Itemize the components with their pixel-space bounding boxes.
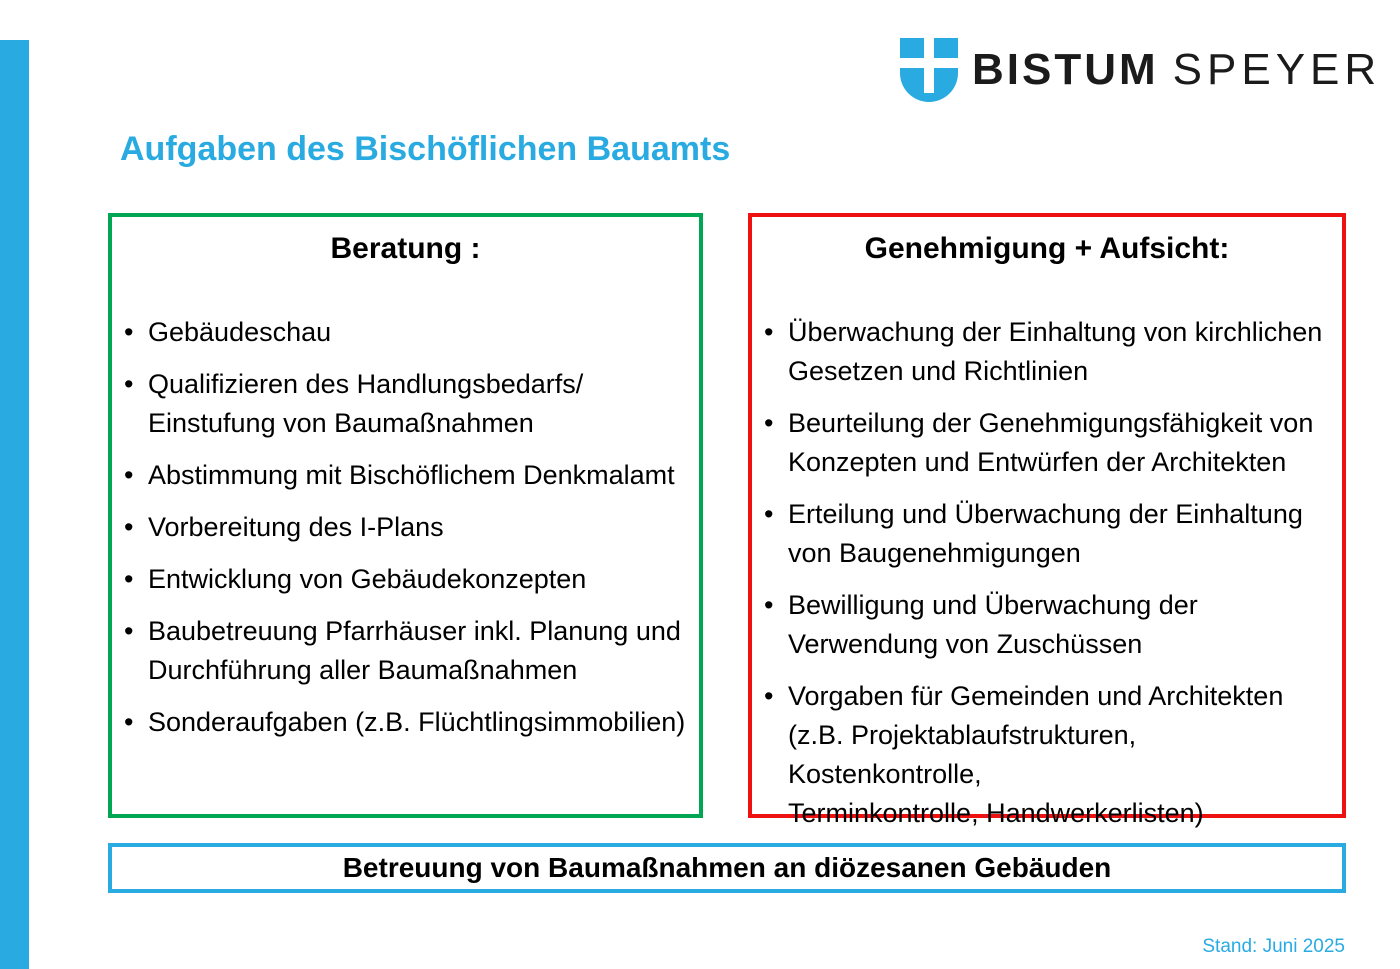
bullet-item: Erteilung und Überwachung der Einhaltung… [752, 495, 1334, 573]
bullet-item: Entwicklung von Gebäudekonzepten [112, 560, 691, 599]
consulting-box-title: Beratung : [330, 232, 481, 265]
bullet-item: Abstimmung mit Bischöflichem Denkmalamt [112, 456, 691, 495]
bullet-item: Beurteilung der Genehmigungsfähigkeit vo… [752, 404, 1334, 482]
consulting-bullet-list: Gebäudeschau Qualifizieren des Handlungs… [112, 313, 699, 742]
page-title: Aufgaben des Bischöflichen Bauamts [120, 130, 731, 168]
bullet-item: Vorbereitung des I-Plans [112, 508, 691, 547]
summary-banner: Betreuung von Baumaßnahmen an diözesanen… [108, 843, 1346, 893]
brand-name-secondary: SPEYER [1172, 45, 1382, 94]
bullet-item: Sonderaufgaben (z.B. Flüchtlingsimmobili… [112, 703, 691, 742]
footer-date: Stand: Juni 2025 [1202, 936, 1345, 957]
summary-banner-text: Betreuung von Baumaßnahmen an diözesanen… [342, 852, 1112, 883]
bullet-item: Bewilligung und Überwachung der Verwendu… [752, 586, 1334, 664]
bullet-item: Gebäudeschau [112, 313, 691, 352]
consulting-box: Beratung : Gebäudeschau Qualifizieren de… [108, 213, 703, 818]
approval-box-title: Genehmigung + Aufsicht: [864, 232, 1230, 265]
brand-name: BISTUM SPEYER [972, 38, 1381, 102]
bullet-item: Qualifizieren des Handlungsbedarfs/ Eins… [112, 365, 691, 443]
shield-cross-icon [900, 38, 958, 102]
approval-bullet-list: Überwachung der Einhaltung von kirchlich… [752, 313, 1342, 833]
blue-accent-bar [0, 40, 29, 969]
brand-name-primary: BISTUM [972, 45, 1159, 94]
bullet-item: Baubetreuung Pfarrhäuser inkl. Planung u… [112, 612, 691, 690]
bullet-item: Überwachung der Einhaltung von kirchlich… [752, 313, 1334, 391]
approval-box: Genehmigung + Aufsicht: Überwachung der … [748, 213, 1346, 828]
brand-logo: BISTUM SPEYER [900, 38, 1381, 102]
bullet-item: Vorgaben für Gemeinden und Architekten (… [752, 677, 1334, 833]
